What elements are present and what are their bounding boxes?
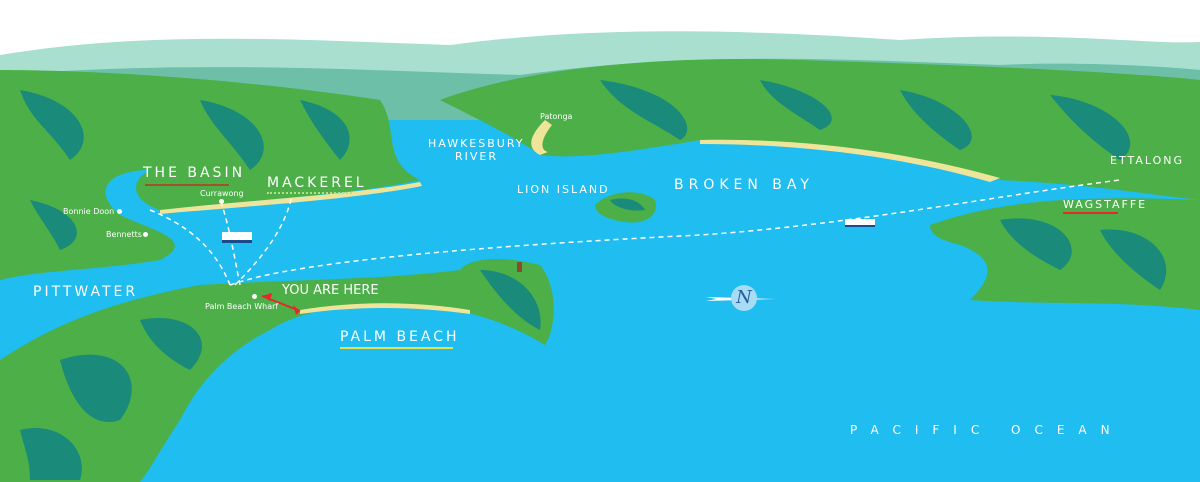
label-hawkesbury: HAWKESBURY: [428, 137, 525, 150]
lighthouse-icon: [517, 262, 522, 272]
stop-bennetts: [143, 232, 148, 237]
label-palm-beach-wharf: Palm Beach Wharf: [205, 302, 279, 311]
underline-mackerel: [267, 192, 352, 194]
stop-currawong: [219, 199, 224, 204]
ferry-boat-icon: [222, 232, 252, 243]
label-palm-beach: PALM BEACH: [340, 329, 460, 345]
label-bennetts: Bennetts: [106, 230, 142, 239]
forest-wagstaffe: [1000, 218, 1167, 290]
forest-palm-beach: [20, 270, 541, 480]
label-patonga: Patonga: [540, 112, 573, 121]
stop-bonnie-doon: [117, 209, 122, 214]
label-lion-island: LION ISLAND: [517, 183, 610, 196]
ferry-boat-icon: [845, 219, 875, 227]
underline-wagstaffe: [1063, 212, 1118, 214]
underline-the-basin: [145, 184, 229, 186]
label-currawong: Currawong: [200, 189, 244, 198]
label-the-basin: THE BASIN: [143, 165, 246, 181]
label-you-are-here: YOU ARE HERE: [282, 283, 379, 298]
ferry-routes: [149, 179, 1121, 286]
label-pittwater: PITTWATER: [33, 284, 139, 300]
compass-rose: N: [706, 285, 776, 313]
label-pacific-ocean: PACIFIC OCEAN: [850, 423, 1124, 437]
label-ettalong: ETTALONG: [1110, 154, 1185, 167]
label-bonnie-doon: Bonnie Doon: [63, 207, 115, 216]
forest-west: [20, 90, 350, 250]
land-palm-beach: [0, 258, 554, 482]
stop-palm-beach-wharf: [252, 294, 257, 299]
label-wagstaffe: WAGSTAFFE: [1063, 198, 1148, 211]
label-river: RIVER: [455, 150, 499, 163]
underline-palm-beach: [340, 347, 453, 349]
label-broken-bay: BROKEN BAY: [674, 177, 814, 193]
label-mackerel: MACKEREL: [267, 175, 367, 191]
compass-icon: N: [731, 285, 757, 311]
